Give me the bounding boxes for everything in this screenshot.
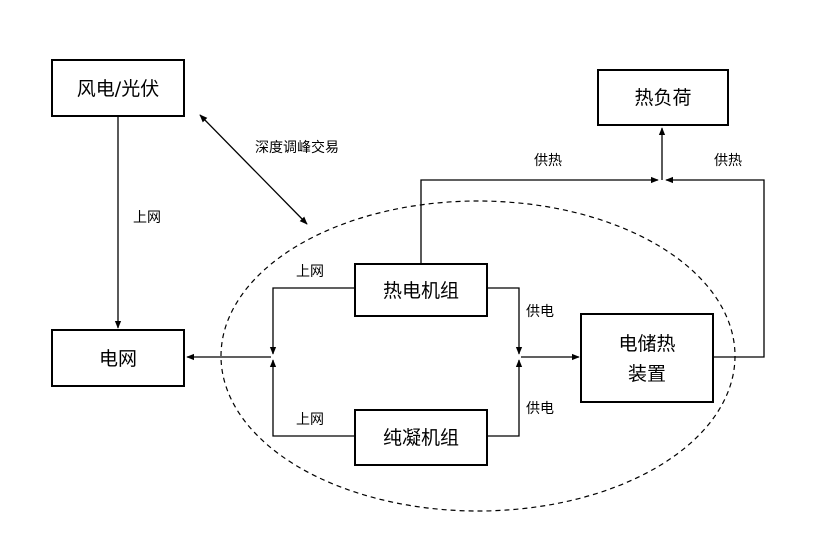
label-power-supply-cond: 供电 [526, 401, 554, 417]
heat-storage-label-line2: 装置 [628, 363, 666, 385]
arrow-storage-heat [665, 176, 765, 358]
arrow-chp-to-storage-bus [487, 287, 523, 355]
grid-label: 电网 [99, 348, 137, 370]
arrow-deep-peak-trading [199, 114, 308, 225]
node-heat-load: 热负荷 [597, 69, 729, 126]
label-grid-feed-chp: 上网 [296, 264, 324, 280]
arrow-chp-heat [420, 176, 659, 264]
node-chp-unit: 热电机组 [354, 263, 488, 317]
label-power-supply-chp: 供电 [526, 304, 554, 320]
node-grid: 电网 [51, 329, 185, 387]
heat-load-label: 热负荷 [634, 87, 691, 109]
wind-solar-label: 风电/光伏 [77, 78, 159, 100]
label-grid-feed-wind: 上网 [133, 210, 161, 226]
node-wind-solar: 风电/光伏 [51, 59, 185, 117]
node-condensing-unit: 纯凝机组 [354, 409, 488, 466]
heat-storage-label-line1: 电储热 [618, 333, 675, 355]
label-heat-supply-left: 供热 [534, 153, 562, 169]
arrow-chp-to-bus [269, 287, 355, 355]
label-deep-peak-trading: 深度调峰交易 [255, 139, 339, 156]
connectors [114, 114, 765, 437]
node-heat-storage: 电储热 装置 [580, 313, 714, 403]
arrow-cond-to-storage-bus [487, 359, 523, 437]
label-grid-feed-cond: 上网 [296, 412, 324, 428]
boundary-ellipse [220, 200, 736, 512]
chp-unit-label: 热电机组 [383, 280, 459, 302]
arrow-cond-to-bus [269, 359, 355, 437]
condensing-unit-label: 纯凝机组 [383, 427, 459, 449]
label-heat-supply-right: 供热 [714, 153, 742, 169]
